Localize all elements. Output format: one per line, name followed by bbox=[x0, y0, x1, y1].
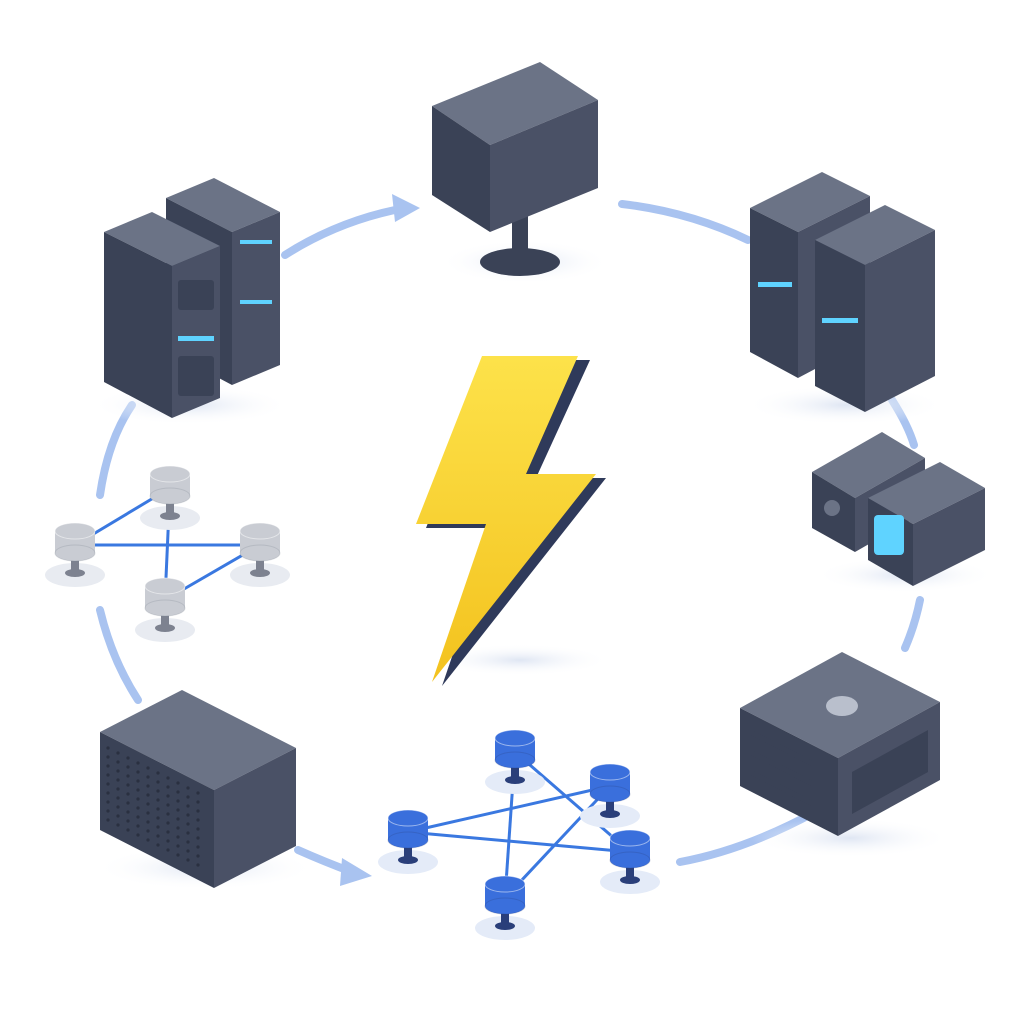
arrow-head-bottom bbox=[340, 858, 372, 886]
blue-node-cluster-icon bbox=[378, 729, 660, 940]
cluster-node bbox=[378, 809, 438, 874]
lightning-bolt-icon bbox=[416, 356, 610, 686]
cluster-node bbox=[230, 522, 290, 587]
ring-arc-top-to-topright bbox=[618, 200, 752, 244]
power-supply-box-icon bbox=[740, 652, 950, 858]
cluster-node bbox=[485, 729, 545, 794]
storage-unit-pair-icon bbox=[812, 432, 995, 593]
rack-server-pair-icon bbox=[745, 172, 945, 425]
arrow-head-top bbox=[392, 194, 420, 222]
cluster-node bbox=[600, 829, 660, 894]
ring-arc-left-lower bbox=[96, 606, 142, 704]
cluster-node bbox=[475, 875, 535, 940]
pedestal-cabinet-icon bbox=[432, 62, 610, 284]
cluster-node bbox=[580, 763, 640, 828]
ring-arc-right-lower bbox=[901, 596, 924, 652]
cluster-node bbox=[45, 522, 105, 587]
mesh-chassis-icon bbox=[95, 690, 315, 890]
cluster-node bbox=[135, 577, 195, 642]
ring-arc-topleft-to-top bbox=[281, 204, 409, 259]
mesh-vent bbox=[106, 746, 200, 867]
gray-node-cluster-icon bbox=[45, 465, 290, 642]
ring-arc-bottomright bbox=[676, 808, 819, 866]
cluster-node bbox=[140, 465, 200, 530]
rack-server-pair-icon bbox=[90, 178, 290, 425]
